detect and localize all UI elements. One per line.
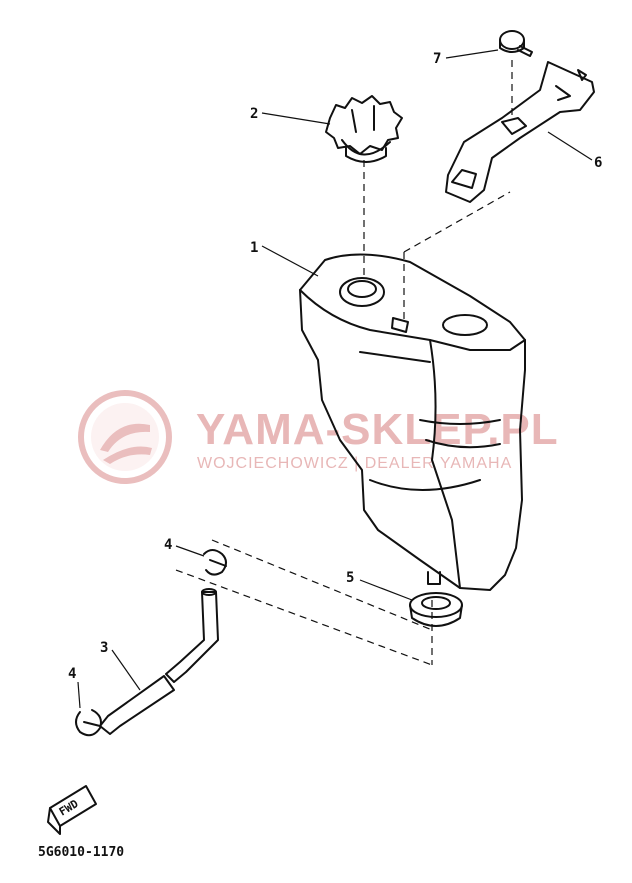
hose-clamp-lower <box>75 709 102 737</box>
callout-7: 7 <box>433 51 441 67</box>
alignment-lines <box>175 60 513 666</box>
hose-clamp-upper <box>203 549 227 576</box>
filler-cap-part <box>325 95 403 163</box>
diagram-code: 5G6010-1170 <box>38 845 124 860</box>
callout-1: 1 <box>250 240 258 256</box>
callout-3: 3 <box>100 640 108 656</box>
hose-part <box>99 588 219 735</box>
reservoir-tank-part <box>299 253 526 591</box>
grommet-part <box>409 592 463 627</box>
callout-5: 5 <box>346 570 354 586</box>
watermark-subtitle: WOJCIECHOWICZ | DEALER YAMAHA <box>197 455 512 472</box>
callout-6: 6 <box>594 155 602 171</box>
callout-2: 2 <box>250 106 258 122</box>
leader-lines <box>77 49 593 709</box>
callout-4-upper: 4 <box>164 537 172 553</box>
bolt-part <box>499 30 533 57</box>
bracket-part <box>445 61 595 203</box>
watermark-logo <box>78 390 172 484</box>
fwd-direction-indicator <box>47 785 97 835</box>
watermark-title: YAMA-SKLEP.PL <box>196 405 559 454</box>
callout-4-lower: 4 <box>68 666 76 682</box>
